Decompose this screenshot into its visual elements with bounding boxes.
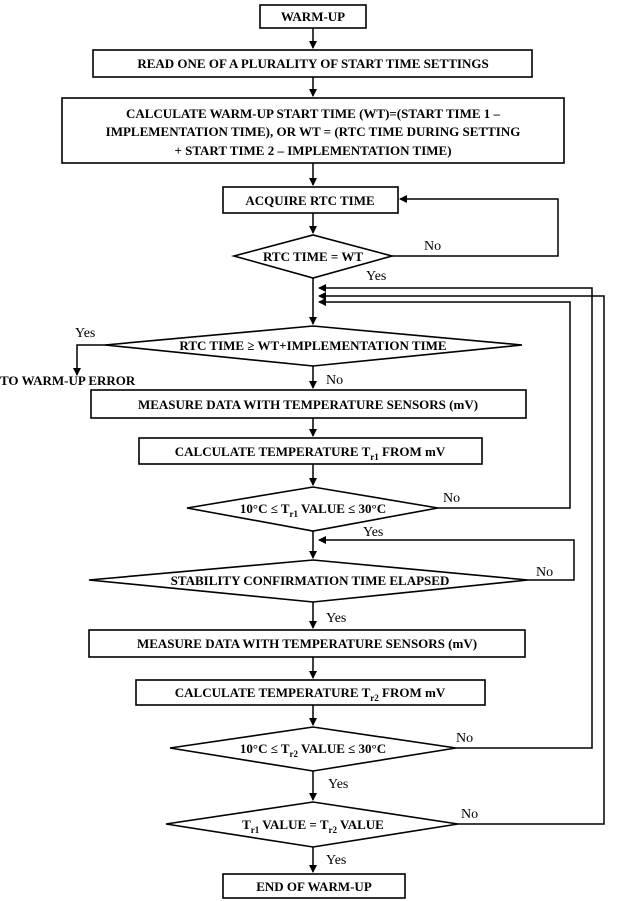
node-calc-t1-post: FROM mV bbox=[379, 444, 446, 459]
decision-tr-equal: Tr1 VALUE = Tr2 VALUE bbox=[166, 802, 458, 847]
decision-tr-equal-a: T bbox=[242, 817, 251, 832]
branch-no-rtc-equals-wt: No bbox=[424, 239, 441, 254]
node-read-settings-label: READ ONE OF A PLURALITY OF START TIME SE… bbox=[137, 56, 488, 71]
decision-range-2-pre: 10°C ≤ T bbox=[240, 741, 290, 756]
branch-yes-rtc-equals-wt: Yes bbox=[366, 269, 386, 284]
node-end-label: END OF WARM-UP bbox=[256, 879, 372, 894]
decision-range-1-post: VALUE ≤ 30°C bbox=[298, 501, 386, 516]
decision-stability: STABILITY CONFIRMATION TIME ELAPSED bbox=[89, 560, 528, 602]
branch-no-stability: No bbox=[536, 565, 553, 580]
node-acquire-rtc-label: ACQUIRE RTC TIME bbox=[245, 193, 374, 208]
node-measure-1: MEASURE DATA WITH TEMPERATURE SENSORS (m… bbox=[91, 390, 526, 418]
decision-rtc-equals-wt-label: RTC TIME = WT bbox=[263, 249, 363, 264]
node-read-settings: READ ONE OF A PLURALITY OF START TIME SE… bbox=[93, 50, 532, 77]
branch-yes-tr-equal: Yes bbox=[326, 853, 346, 868]
branch-yes-range-2: Yes bbox=[328, 777, 348, 792]
branch-no-tr-equal: No bbox=[461, 807, 478, 822]
node-end: END OF WARM-UP bbox=[223, 874, 405, 898]
branch-yes-range-1: Yes bbox=[363, 525, 383, 540]
node-warmup-label: WARM-UP bbox=[281, 9, 345, 24]
node-calc-t1: CALCULATE TEMPERATURE Tr1 FROM mV bbox=[139, 438, 482, 464]
decision-rtc-ge: RTC TIME ≥ WT+IMPLEMENTATION TIME bbox=[105, 326, 522, 366]
node-calc-t2-post: FROM mV bbox=[379, 685, 446, 700]
node-measure-2: MEASURE DATA WITH TEMPERATURE SENSORS (m… bbox=[89, 630, 525, 657]
branch-yes-stability: Yes bbox=[326, 611, 346, 626]
branch-no-rtc-ge: No bbox=[326, 373, 343, 388]
decision-range-2-post: VALUE ≤ 30°C bbox=[298, 741, 386, 756]
decision-tr-equal-mid: VALUE = T bbox=[259, 817, 329, 832]
node-measure-2-label: MEASURE DATA WITH TEMPERATURE SENSORS (m… bbox=[137, 636, 477, 651]
decision-range-2: 10°C ≤ Tr2 VALUE ≤ 30°C bbox=[170, 727, 456, 771]
node-calc-t1-pre: CALCULATE TEMPERATURE T bbox=[175, 444, 371, 459]
branch-no-range-1: No bbox=[443, 491, 460, 506]
branch-no-range-2: No bbox=[456, 731, 473, 746]
decision-range-1: 10°C ≤ Tr1 VALUE ≤ 30°C bbox=[187, 487, 438, 531]
node-calculate-wt: CALCULATE WARM-UP START TIME (WT)=(START… bbox=[62, 98, 564, 163]
node-calculate-wt-line1: CALCULATE WARM-UP START TIME (WT)=(START… bbox=[126, 106, 501, 121]
node-calculate-wt-line2: IMPLEMENTATION TIME), OR WT = (RTC TIME … bbox=[106, 124, 521, 139]
decision-range-1-pre: 10°C ≤ T bbox=[240, 501, 290, 516]
decision-stability-label: STABILITY CONFIRMATION TIME ELAPSED bbox=[171, 573, 450, 588]
node-calc-t2-pre: CALCULATE TEMPERATURE T bbox=[175, 685, 371, 700]
decision-rtc-ge-label: RTC TIME ≥ WT+IMPLEMENTATION TIME bbox=[179, 338, 446, 353]
decision-tr-equal-post: VALUE bbox=[337, 817, 384, 832]
node-acquire-rtc: ACQUIRE RTC TIME bbox=[223, 187, 398, 213]
warmup-error-label: TO WARM-UP ERROR bbox=[0, 373, 136, 388]
branch-yes-rtc-ge: Yes bbox=[75, 326, 95, 341]
node-calc-t2: CALCULATE TEMPERATURE Tr2 FROM mV bbox=[136, 680, 485, 705]
node-calculate-wt-line3: + START TIME 2 – IMPLEMENTATION TIME) bbox=[174, 143, 451, 158]
node-warmup: WARM-UP bbox=[260, 5, 366, 28]
node-measure-1-label: MEASURE DATA WITH TEMPERATURE SENSORS (m… bbox=[138, 397, 478, 412]
